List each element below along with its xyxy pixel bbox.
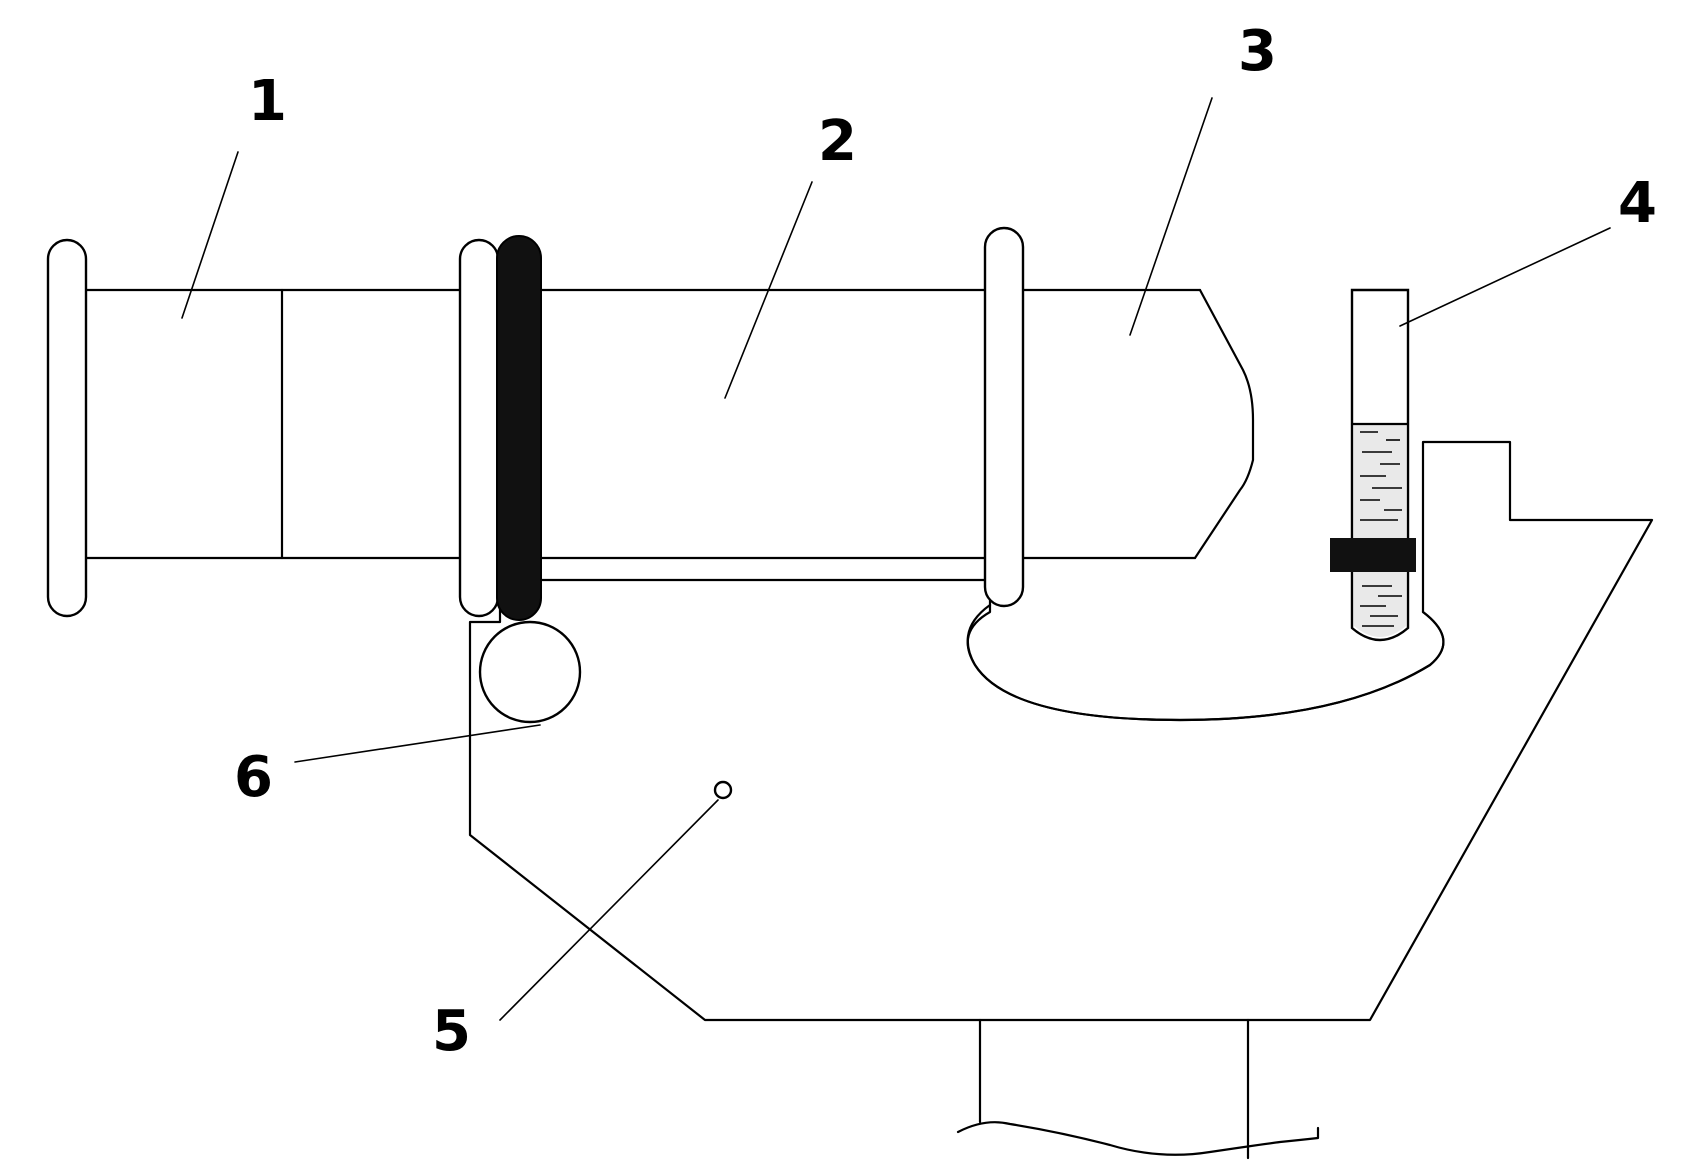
leader-lines	[181, 97, 1611, 1021]
tube-section-2-3	[528, 288, 1255, 560]
label-part-3: 3	[1238, 19, 1277, 84]
flange-middle	[458, 238, 500, 618]
roller-wheel	[478, 620, 582, 724]
stand	[956, 1018, 1320, 1160]
flange-left	[46, 238, 88, 618]
tube-section-1	[68, 288, 472, 560]
label-part-6: 6	[234, 745, 273, 810]
label-part-5: 5	[432, 999, 471, 1064]
label-part-1: 1	[248, 69, 287, 134]
label-part-2: 2	[818, 109, 857, 174]
main-housing	[468, 440, 1654, 1022]
label-part-4: 4	[1618, 171, 1657, 236]
tube-clamp	[1330, 538, 1416, 572]
u-holder	[966, 603, 1445, 722]
graduation-marks	[1360, 431, 1402, 627]
pivot-point	[713, 780, 733, 800]
flange-right	[983, 226, 1025, 608]
test-tube	[1330, 288, 1416, 642]
sealing-ring	[496, 235, 542, 621]
